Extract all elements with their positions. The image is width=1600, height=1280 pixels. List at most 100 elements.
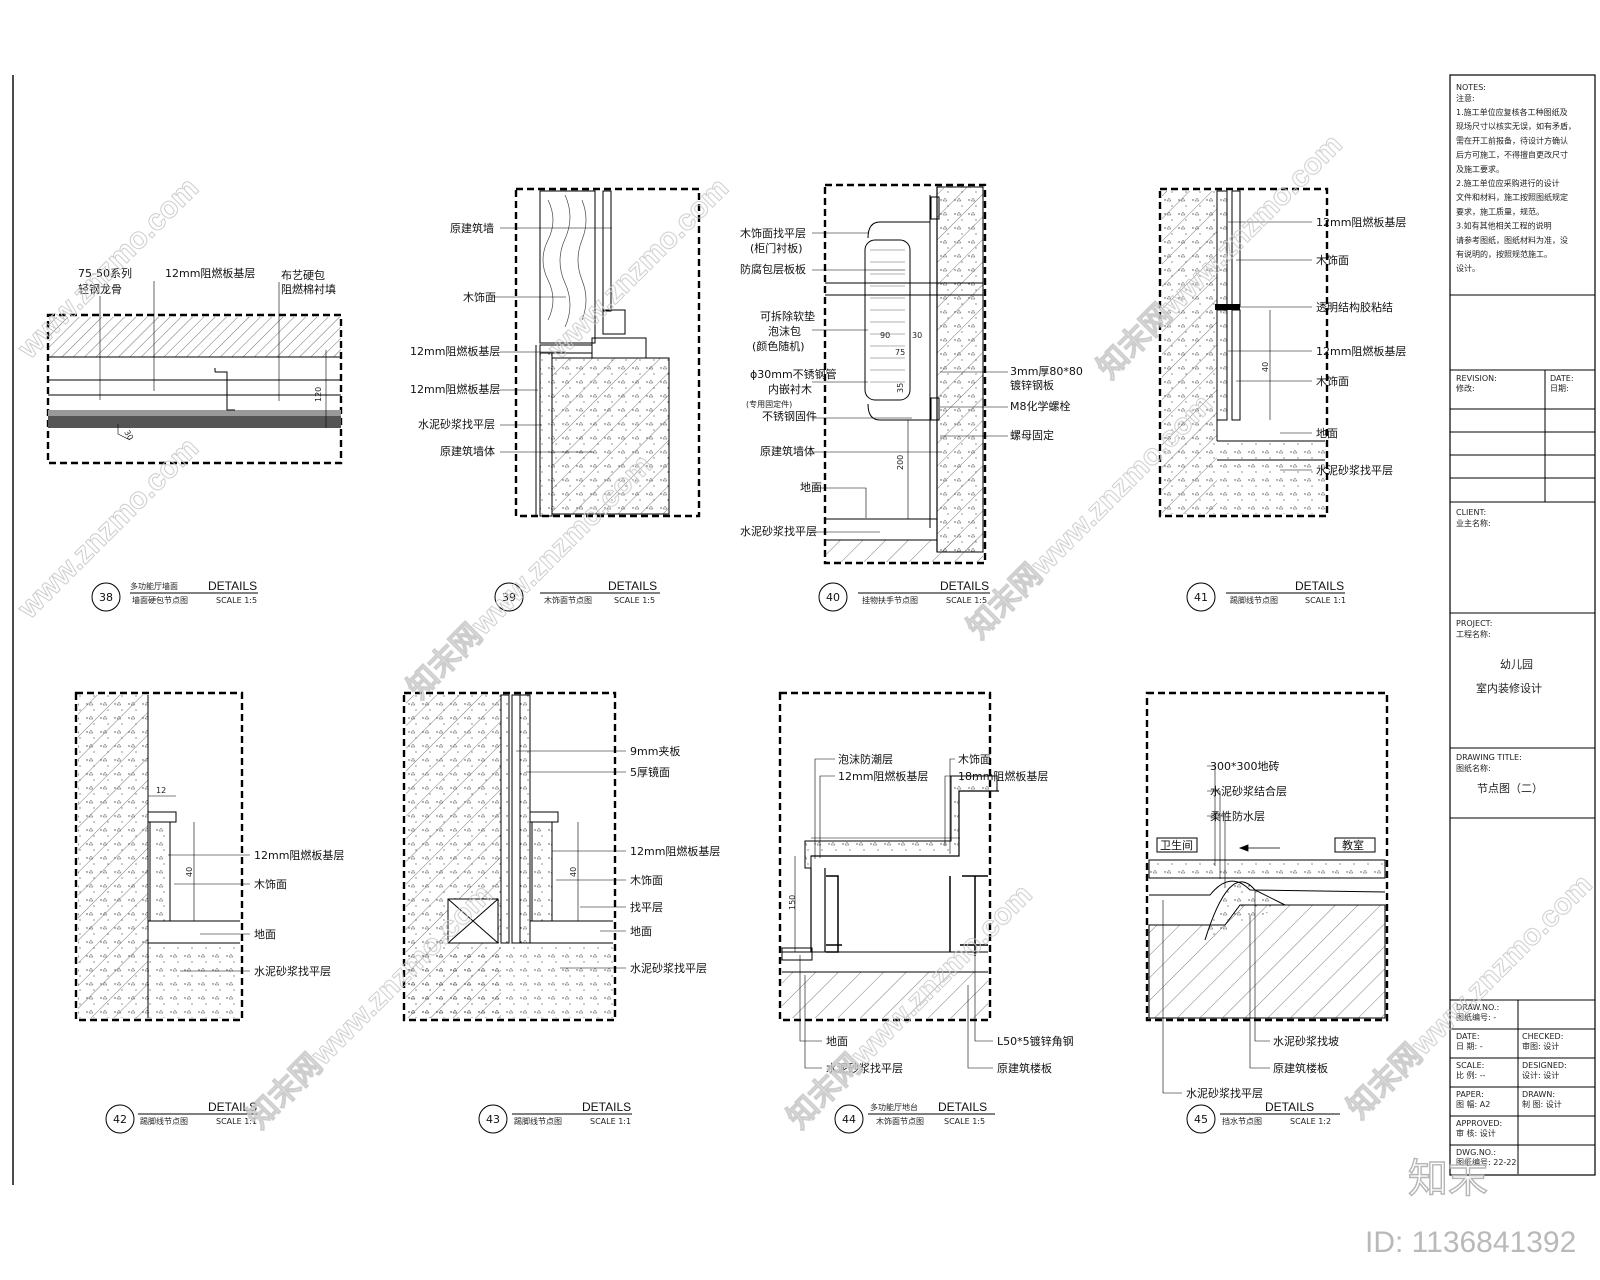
svg-text:SCALE 1:2: SCALE 1:2	[1290, 1117, 1331, 1126]
svg-text:找平层: 找平层	[630, 900, 663, 914]
note-line: 后方可施工，不得擅自更改尺寸	[1456, 150, 1568, 160]
svg-text:挡水节点图: 挡水节点图	[1222, 1116, 1262, 1126]
note-line: 2.施工单位应采购进行的设计	[1456, 178, 1560, 188]
svg-text:图纸名称:: 图纸名称:	[1456, 763, 1491, 773]
svg-text:修改:: 修改:	[1456, 383, 1475, 393]
svg-text:39: 39	[502, 591, 516, 604]
title-block-cell: 比 例: --	[1456, 1070, 1486, 1080]
svg-text:原建筑墙体: 原建筑墙体	[440, 444, 495, 458]
svg-text:12mm阻燃板基层: 12mm阻燃板基层	[410, 344, 500, 358]
note-line: 3.如有其他相关工程的说明	[1456, 221, 1552, 231]
svg-text:墙面硬包节点图: 墙面硬包节点图	[132, 595, 188, 605]
svg-text:35: 35	[896, 383, 905, 393]
svg-text:透明结构胶粘结: 透明结构胶粘结	[1316, 300, 1393, 314]
svg-text:40: 40	[185, 867, 194, 877]
svg-text:挂物扶手节点图: 挂物扶手节点图	[862, 595, 918, 605]
svg-text:布艺硬包: 布艺硬包	[281, 269, 325, 282]
svg-text:DETAILS: DETAILS	[938, 1100, 987, 1114]
title-block-cell: 设计: 设计	[1522, 1070, 1559, 1080]
svg-text:工程名称:: 工程名称:	[1456, 629, 1491, 639]
brand-logo: 知末	[1408, 1156, 1488, 1202]
note-line: 文件和材料，施工按照图纸规定	[1456, 192, 1568, 202]
svg-text:泡沫防潮层: 泡沫防潮层	[838, 752, 893, 766]
title-block-cell: 日 期: -	[1456, 1042, 1483, 1051]
svg-text:M8化学螺栓: M8化学螺栓	[1010, 399, 1071, 413]
title-block-cell: 图纸编号: -	[1456, 1012, 1496, 1022]
svg-text:木饰面节点图: 木饰面节点图	[876, 1116, 924, 1126]
dim-label: 120	[314, 387, 323, 402]
svg-text:42: 42	[113, 1113, 127, 1126]
svg-text:12mm阻燃板基层: 12mm阻燃板基层	[165, 266, 255, 280]
svg-text:300*300地砖: 300*300地砖	[1210, 759, 1280, 773]
svg-text:(颜色随机): (颜色随机)	[752, 339, 805, 353]
detail-38: 30 120 75-50系列 轻钢龙骨 12mm阻燃板基层 布艺硬包 阻燃棉衬填…	[46, 266, 343, 612]
note-line: 现场尺寸以核实无误，如有矛盾，	[1456, 121, 1576, 131]
svg-text:DATE:: DATE:	[1550, 374, 1574, 383]
svg-text:DETAILS: DETAILS	[208, 1100, 257, 1114]
svg-text:DETAILS: DETAILS	[940, 579, 989, 593]
svg-text:41: 41	[1194, 591, 1208, 604]
note-line: 设计。	[1456, 263, 1480, 273]
detail-39: 原建筑墙 木饰面 12mm阻燃板基层 12mm阻燃板基层 水泥砂浆找平层 原建筑…	[410, 187, 701, 612]
svg-text:水泥砂浆结合层: 水泥砂浆结合层	[1210, 784, 1287, 798]
title-block-cell: 审 核: 设计	[1456, 1128, 1496, 1138]
svg-text:SCALE 1:5: SCALE 1:5	[216, 596, 257, 605]
svg-text:44: 44	[842, 1113, 856, 1126]
svg-text:DETAILS: DETAILS	[208, 579, 257, 593]
title-block-cell: CHECKED:	[1522, 1032, 1563, 1041]
svg-text:ϕ30mm不锈钢管: ϕ30mm不锈钢管	[750, 367, 837, 381]
svg-text:5厚镜面: 5厚镜面	[630, 765, 670, 779]
title-block-cell: DRAWN:	[1522, 1090, 1555, 1099]
title-block-cell: DWG.NO.:	[1456, 1148, 1496, 1157]
svg-text:柔性防水层: 柔性防水层	[1210, 809, 1265, 823]
svg-text:30: 30	[122, 429, 135, 442]
svg-text:90: 90	[880, 331, 890, 340]
svg-text:40: 40	[826, 591, 840, 604]
svg-text:教室: 教室	[1342, 838, 1364, 852]
svg-text:SCALE 1:5: SCALE 1:5	[614, 596, 655, 605]
svg-text:(专用固定件): (专用固定件)	[746, 399, 792, 409]
svg-text:木饰面: 木饰面	[1316, 374, 1349, 388]
svg-text:12mm阻燃板基层: 12mm阻燃板基层	[1316, 344, 1406, 358]
svg-text:卫生间: 卫生间	[1160, 838, 1193, 852]
svg-text:DRAWING TITLE:: DRAWING TITLE:	[1456, 753, 1522, 762]
svg-text:12mm阻燃板基层: 12mm阻燃板基层	[630, 844, 720, 858]
svg-text:水泥砂浆找平层: 水泥砂浆找平层	[1316, 463, 1393, 477]
svg-text:150: 150	[788, 895, 797, 910]
svg-text:原建筑墙: 原建筑墙	[450, 221, 494, 235]
svg-text:75-50系列: 75-50系列	[78, 266, 132, 280]
svg-text:(柜门衬板): (柜门衬板)	[750, 241, 803, 255]
svg-text:幼儿园: 幼儿园	[1500, 658, 1533, 671]
svg-text:多功能厅地台: 多功能厅地台	[870, 1102, 918, 1112]
svg-text:12mm阻燃板基层: 12mm阻燃板基层	[410, 382, 500, 396]
svg-text:38: 38	[99, 591, 113, 604]
svg-text:9mm夹板: 9mm夹板	[630, 744, 680, 758]
svg-text:SCALE 1:1: SCALE 1:1	[216, 1117, 257, 1126]
svg-text:40: 40	[569, 867, 578, 877]
svg-text:DETAILS: DETAILS	[1295, 579, 1344, 593]
svg-text:节点图（二）: 节点图（二）	[1477, 782, 1543, 795]
detail-42: 12 40 12mm阻燃板基层 木饰面 地面 水泥砂浆找平层 42 DETAIL…	[74, 691, 344, 1134]
svg-text:NOTES:: NOTES:	[1456, 83, 1486, 92]
svg-text:知末网www.znzmo.com: 知末网www.znzmo.com	[402, 448, 659, 705]
title-block-cell: PAPER:	[1456, 1090, 1484, 1099]
svg-text:木饰面节点图: 木饰面节点图	[544, 595, 592, 605]
svg-text:45: 45	[1194, 1113, 1208, 1126]
svg-text:泡沫包: 泡沫包	[768, 324, 801, 338]
svg-text:不锈钢固件: 不锈钢固件	[762, 410, 817, 423]
svg-text:DETAILS: DETAILS	[608, 579, 657, 593]
note-line: 需在开工前报备，待设计方确认	[1456, 135, 1568, 145]
note-line: 请参考图纸，图纸材料为准，没	[1456, 235, 1568, 245]
title-block-cell: 制 图: 设计	[1522, 1099, 1562, 1109]
svg-text:DETAILS: DETAILS	[582, 1100, 631, 1114]
svg-text:踢脚线节点图: 踢脚线节点图	[1230, 595, 1278, 605]
note-line: 及施工要求。	[1456, 164, 1504, 174]
detail-44: 150 泡沫防潮层 12mm阻燃板基层 木饰面 18mm阻燃板基层 地面 水泥砂…	[778, 691, 1074, 1134]
svg-text:30: 30	[912, 331, 922, 340]
svg-text:原建筑楼板: 原建筑楼板	[997, 1061, 1052, 1075]
svg-text:木饰面: 木饰面	[958, 752, 991, 766]
svg-text:PROJECT:: PROJECT:	[1456, 619, 1492, 628]
svg-text:地面: 地面	[630, 925, 652, 938]
svg-text:水泥砂浆找平层: 水泥砂浆找平层	[1186, 1086, 1263, 1100]
